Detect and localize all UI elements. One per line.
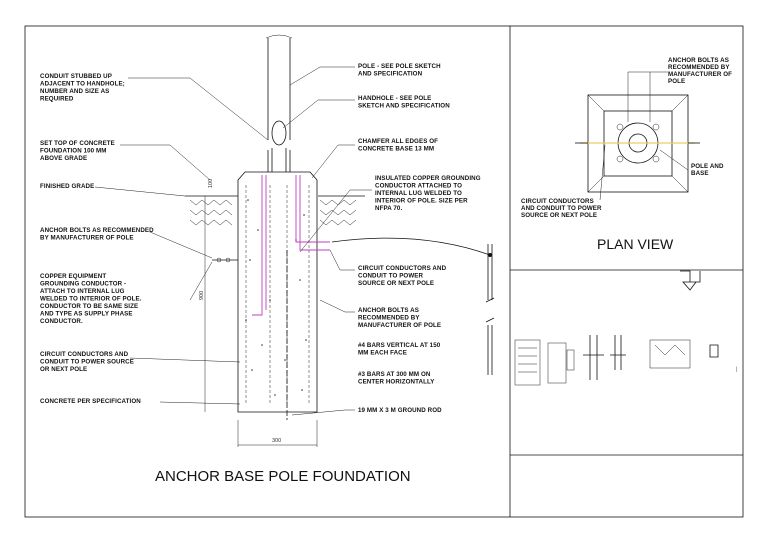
- svg-text:FINISHED GRADE: FINISHED GRADE: [40, 183, 94, 190]
- detail-thumbnails: —: [514, 270, 740, 386]
- circuit-conduit-curve: [331, 237, 491, 256]
- dim-depth-text: 900: [199, 291, 205, 300]
- dim-top-text: 100: [208, 179, 214, 188]
- sheet-border: [24, 25, 744, 518]
- ground-hatch: [185, 195, 365, 226]
- svg-text:19 MM X 3 M GROUND ROD: 19 MM X 3 M GROUND ROD: [358, 407, 442, 414]
- dim-width-text: 300: [272, 438, 281, 444]
- concrete-stipple: [245, 199, 307, 396]
- dim-width: 300: [237, 420, 318, 447]
- dim-depth: 900 100: [199, 179, 214, 412]
- next-pole-stub: [485, 244, 495, 375]
- plan-anchor-bolts: [616, 123, 660, 163]
- svg-text:CONCRETE PER SPECIFICATION: CONCRETE PER SPECIFICATION: [40, 398, 141, 405]
- main-title: ANCHOR BASE POLE FOUNDATION: [155, 468, 411, 485]
- svg-text:—: —: [734, 366, 740, 372]
- plan-leaders: [599, 71, 689, 201]
- concrete-base: [237, 171, 318, 413]
- pole: [265, 34, 293, 172]
- conduit: [252, 175, 330, 316]
- elevation-view: 300 900 100: [94, 34, 495, 447]
- leader-lines: [94, 66, 372, 416]
- plan-title: PLAN VIEW: [597, 236, 674, 252]
